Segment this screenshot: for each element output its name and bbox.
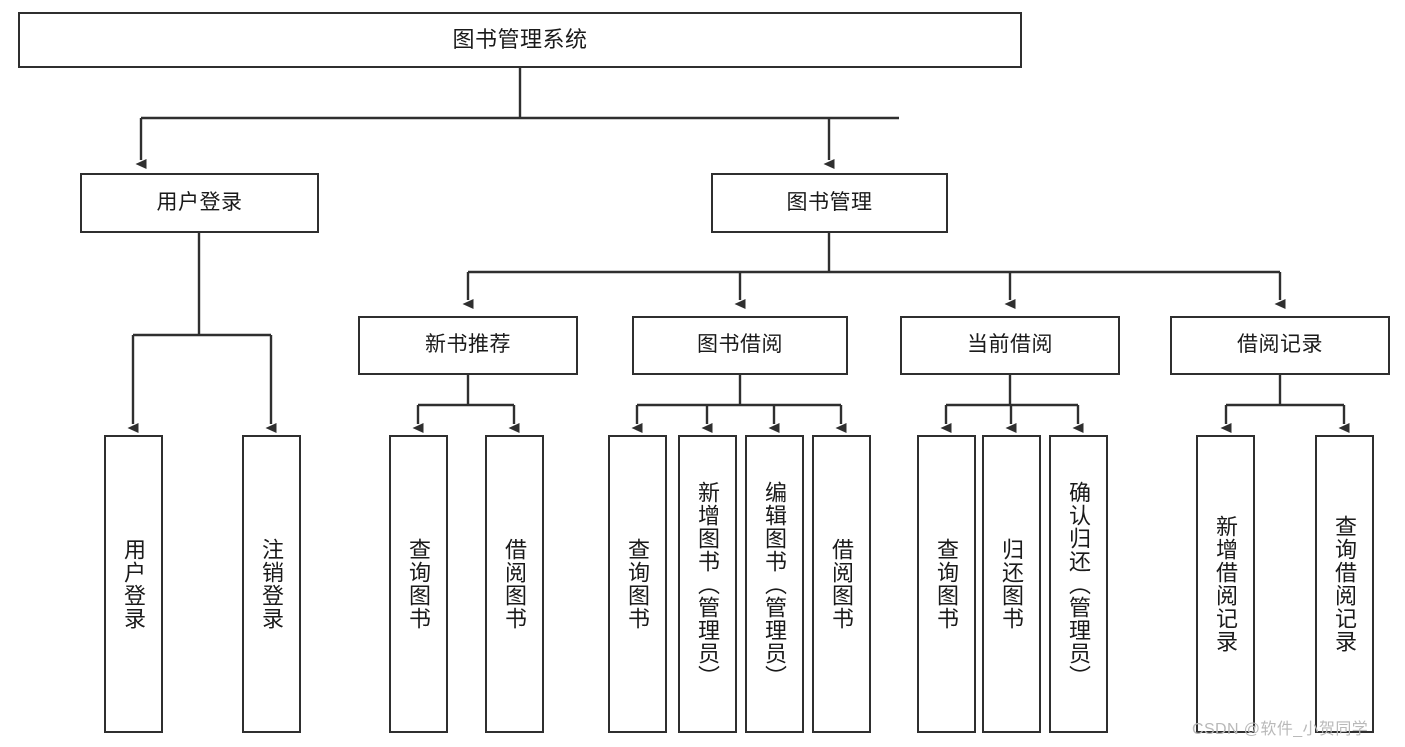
node-root[interactable]: 图书管理系统 [18,12,1022,68]
node-book-manage[interactable]: 图书管理 [711,173,948,233]
node-leaf-query-book-3-label: 查询图书 [934,538,960,630]
node-new-book-rec[interactable]: 新书推荐 [358,316,578,375]
node-leaf-query-record[interactable]: 查询借阅记录 [1315,435,1374,733]
node-leaf-query-record-label: 查询借阅记录 [1332,515,1358,653]
node-leaf-logout-label: 注销登录 [259,538,285,630]
node-leaf-logout[interactable]: 注销登录 [242,435,301,733]
node-user-login-label: 用户登录 [156,190,243,214]
node-leaf-borrow-book-2[interactable]: 借阅图书 [812,435,871,733]
node-borrow-record[interactable]: 借阅记录 [1170,316,1390,375]
node-user-login[interactable]: 用户登录 [80,173,319,233]
node-leaf-user-login-label: 用户登录 [121,538,147,630]
node-current-borrow[interactable]: 当前借阅 [900,316,1120,375]
node-root-label: 图书管理系统 [452,27,588,53]
node-book-manage-label: 图书管理 [786,190,873,214]
node-leaf-add-book[interactable]: 新增图书（管理员） [678,435,737,733]
node-leaf-return-book-label: 归还图书 [999,538,1025,630]
node-leaf-edit-book[interactable]: 编辑图书（管理员） [745,435,804,733]
node-leaf-borrow-book-1-label: 借阅图书 [502,538,528,630]
node-leaf-add-record[interactable]: 新增借阅记录 [1196,435,1255,733]
node-book-borrow-label: 图书借阅 [697,333,783,357]
node-new-book-rec-label: 新书推荐 [425,333,511,357]
node-leaf-confirm-return[interactable]: 确认归还（管理员） [1049,435,1108,733]
node-leaf-query-book-1-label: 查询图书 [406,538,432,630]
node-leaf-query-book-3[interactable]: 查询图书 [917,435,976,733]
node-leaf-borrow-book-1[interactable]: 借阅图书 [485,435,544,733]
node-leaf-return-book[interactable]: 归还图书 [982,435,1041,733]
node-leaf-add-book-label: 新增图书（管理员） [695,480,721,688]
node-borrow-record-label: 借阅记录 [1237,333,1323,357]
node-leaf-user-login[interactable]: 用户登录 [104,435,163,733]
node-book-borrow[interactable]: 图书借阅 [632,316,848,375]
node-leaf-edit-book-label: 编辑图书（管理员） [762,480,788,688]
csdn-watermark: CSDN @软件_小贺同学 [1192,721,1369,738]
node-leaf-query-book-2[interactable]: 查询图书 [608,435,667,733]
node-leaf-add-record-label: 新增借阅记录 [1213,515,1239,653]
node-leaf-query-book-2-label: 查询图书 [625,538,651,630]
node-current-borrow-label: 当前借阅 [967,333,1053,357]
node-leaf-confirm-return-label: 确认归还（管理员） [1066,480,1092,688]
node-leaf-borrow-book-2-label: 借阅图书 [829,538,855,630]
node-leaf-query-book-1[interactable]: 查询图书 [389,435,448,733]
